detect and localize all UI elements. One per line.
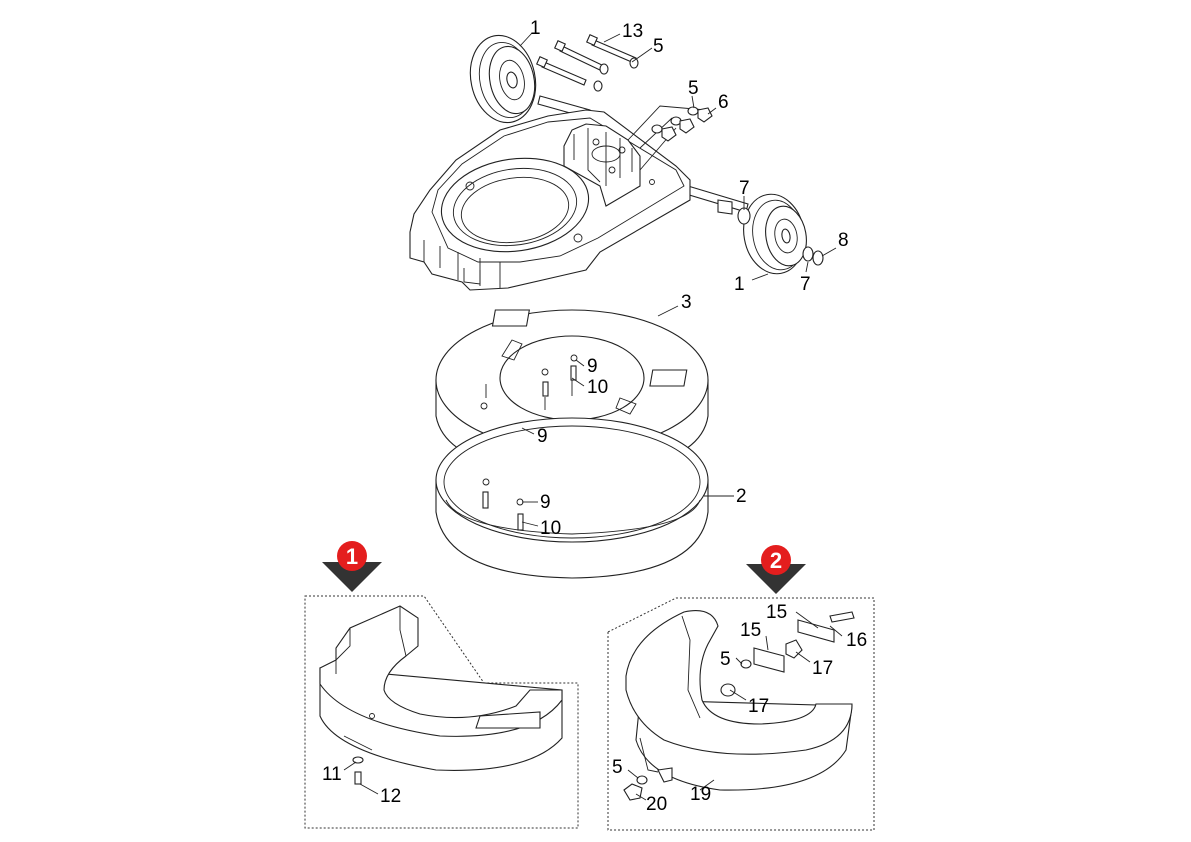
callout-13: 13 [622,21,643,42]
marker-1-badge [337,541,367,571]
base-chassis [409,95,749,291]
callout-5-upper: 5 [653,36,664,57]
leader-lines [343,32,843,801]
callout-3: 3 [681,292,692,313]
callout-5-bracket: 5 [720,649,731,670]
bolts-and-washers-top [535,33,824,266]
detail-2-frame [607,597,875,831]
callout-12: 12 [380,786,401,807]
marker-2: 2 [746,545,806,594]
wheel-left [469,34,537,124]
callout-17-lower: 17 [748,696,769,717]
callout-10-top: 10 [587,377,608,398]
marker-2-number: 2 [770,548,782,573]
callout-19: 19 [690,784,711,805]
callout-7-lower: 7 [800,274,811,295]
callout-20: 20 [646,794,667,815]
callout-5-lower: 5 [612,757,623,778]
callout-1-wheel: 1 [530,18,541,39]
ring-2 [435,417,709,579]
marker-1-number: 1 [346,544,358,569]
callout-8: 8 [838,230,849,251]
callout-16: 16 [846,630,867,651]
callout-1-wheel-right: 1 [734,274,745,295]
callout-15-lower: 15 [740,620,761,641]
weight-segment-detail-2 [623,610,855,801]
callout-15-upper: 15 [766,602,787,623]
callout-9-mid: 9 [537,426,548,447]
callout-labels: 1 13 5 5 6 7 8 1 7 3 9 10 9 2 9 10 11 12… [322,18,867,815]
weight-segment-detail-1 [319,605,563,785]
marker-2-badge [761,545,791,575]
callout-2: 2 [736,486,747,507]
marker-1: 1 [322,541,382,592]
callout-11: 11 [322,764,342,785]
wheel-right [743,193,807,275]
callout-6: 6 [718,92,729,113]
callout-9-ring: 9 [540,492,551,513]
callout-7-upper: 7 [739,178,750,199]
detail-1-frame [304,595,579,829]
callout-9-top: 9 [587,356,598,377]
callout-17-upper: 17 [812,658,833,679]
callout-10-ring: 10 [540,518,561,539]
callout-5-nut-group: 5 [688,78,699,99]
